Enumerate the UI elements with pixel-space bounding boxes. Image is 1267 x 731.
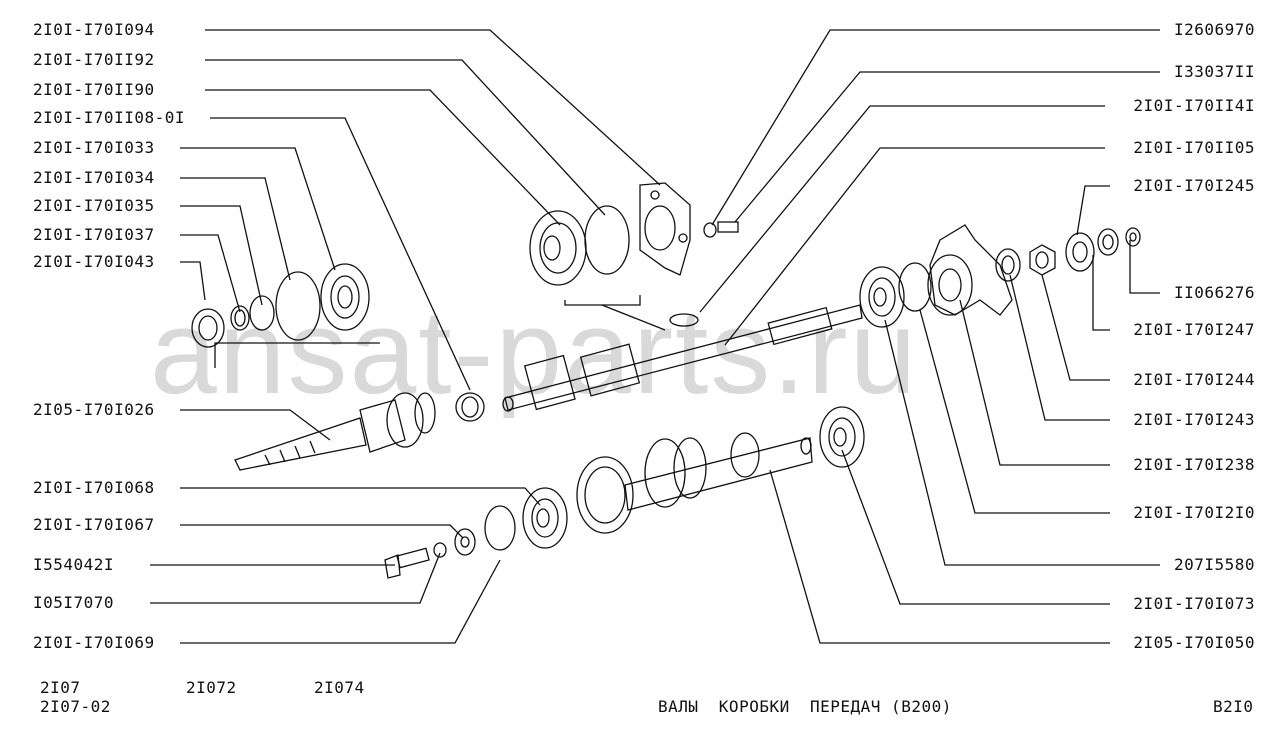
part-label-left-3: 2I0I-I70II90 <box>33 80 155 99</box>
cover-plate <box>639 182 691 276</box>
flange-yoke <box>927 224 1013 316</box>
snap-ring-top <box>584 205 630 275</box>
part-label-right-3: 2I0I-I70II4I <box>1133 96 1255 115</box>
bearing-lower-right <box>819 406 865 468</box>
washer-lower <box>454 528 476 556</box>
part-label-left-15: 2I0I-I70I069 <box>33 633 155 652</box>
part-label-left-9: 2I0I-I70I043 <box>33 252 155 271</box>
page-title: ВАЛЫ КОРОБКИ ПЕРЕДАЧ (В200) <box>658 697 952 716</box>
part-label-left-8: 2I0I-I70I037 <box>33 225 155 244</box>
part-label-left-6: 2I0I-I70I034 <box>33 168 155 187</box>
bolt-lower <box>384 547 430 579</box>
part-label-right-13: 2I0I-I70I073 <box>1133 594 1255 613</box>
bearing-lower <box>522 487 568 549</box>
washer-small <box>1097 228 1119 256</box>
snap-ring-lower <box>484 505 516 551</box>
part-label-right-1: I2606970 <box>1173 20 1255 39</box>
watermark: ansat-parts.ru <box>150 285 919 419</box>
footer-model-2: 2I07-02 <box>40 697 111 716</box>
part-label-left-7: 2I0I-I70I035 <box>33 196 155 215</box>
snap-ring-right <box>898 262 932 312</box>
part-label-right-4: 2I0I-I70II05 <box>1133 138 1255 157</box>
ring-2 <box>249 295 275 331</box>
part-label-left-14: I05I7070 <box>33 593 115 612</box>
part-label-left-13: I554042I <box>33 555 115 574</box>
part-label-right-11: 2I0I-I70I2I0 <box>1133 503 1255 522</box>
bearing-right <box>859 266 905 328</box>
footer-model-3: 2I072 <box>186 678 237 697</box>
small-bolt <box>703 221 739 238</box>
snap-ring <box>275 271 321 341</box>
part-label-left-4: 2I0I-I70II08-0I <box>33 108 185 127</box>
leader-lines-right <box>699 29 1160 644</box>
seal-left <box>191 308 225 348</box>
leader-lines-left <box>150 29 661 644</box>
woodruff-key <box>669 313 699 327</box>
countershaft <box>576 432 813 534</box>
lock-washer <box>433 542 447 558</box>
part-label-left-11: 2I0I-I70I068 <box>33 478 155 497</box>
footer-model-4: 2I074 <box>314 678 365 697</box>
input-shaft <box>234 392 436 471</box>
ring-1 <box>230 305 250 331</box>
part-label-left-2: 2I0I-I70II92 <box>33 50 155 69</box>
part-label-left-5: 2I0I-I70I033 <box>33 138 155 157</box>
nut-right <box>1029 244 1056 276</box>
seal-right <box>995 248 1021 282</box>
part-label-right-8: 2I0I-I70I244 <box>1133 370 1255 389</box>
footer-model-1: 2I07 <box>40 678 81 697</box>
part-label-right-7: 2I0I-I70I247 <box>1133 320 1255 339</box>
nut-small <box>1125 227 1141 247</box>
part-label-right-6: II066276 <box>1173 283 1255 302</box>
bearing-left <box>320 263 370 331</box>
part-label-left-10: 2I05-I70I026 <box>33 400 155 419</box>
needle-bearing <box>455 392 485 422</box>
part-label-left-12: 2I0I-I70I067 <box>33 515 155 534</box>
main-shaft <box>502 304 863 412</box>
part-label-left-1: 2I0I-I70I094 <box>33 20 155 39</box>
part-label-right-12: 207I5580 <box>1173 555 1255 574</box>
page-code: В2I0 <box>1213 697 1254 716</box>
bearing-top <box>529 210 587 286</box>
part-label-right-5: 2I0I-I70I245 <box>1133 176 1255 195</box>
washer-right <box>1065 232 1095 272</box>
part-label-right-9: 2I0I-I70I243 <box>1133 410 1255 429</box>
part-label-right-14: 2I05-I70I050 <box>1133 633 1255 652</box>
part-label-right-10: 2I0I-I70I238 <box>1133 455 1255 474</box>
part-label-right-2: I33037II <box>1173 62 1255 81</box>
